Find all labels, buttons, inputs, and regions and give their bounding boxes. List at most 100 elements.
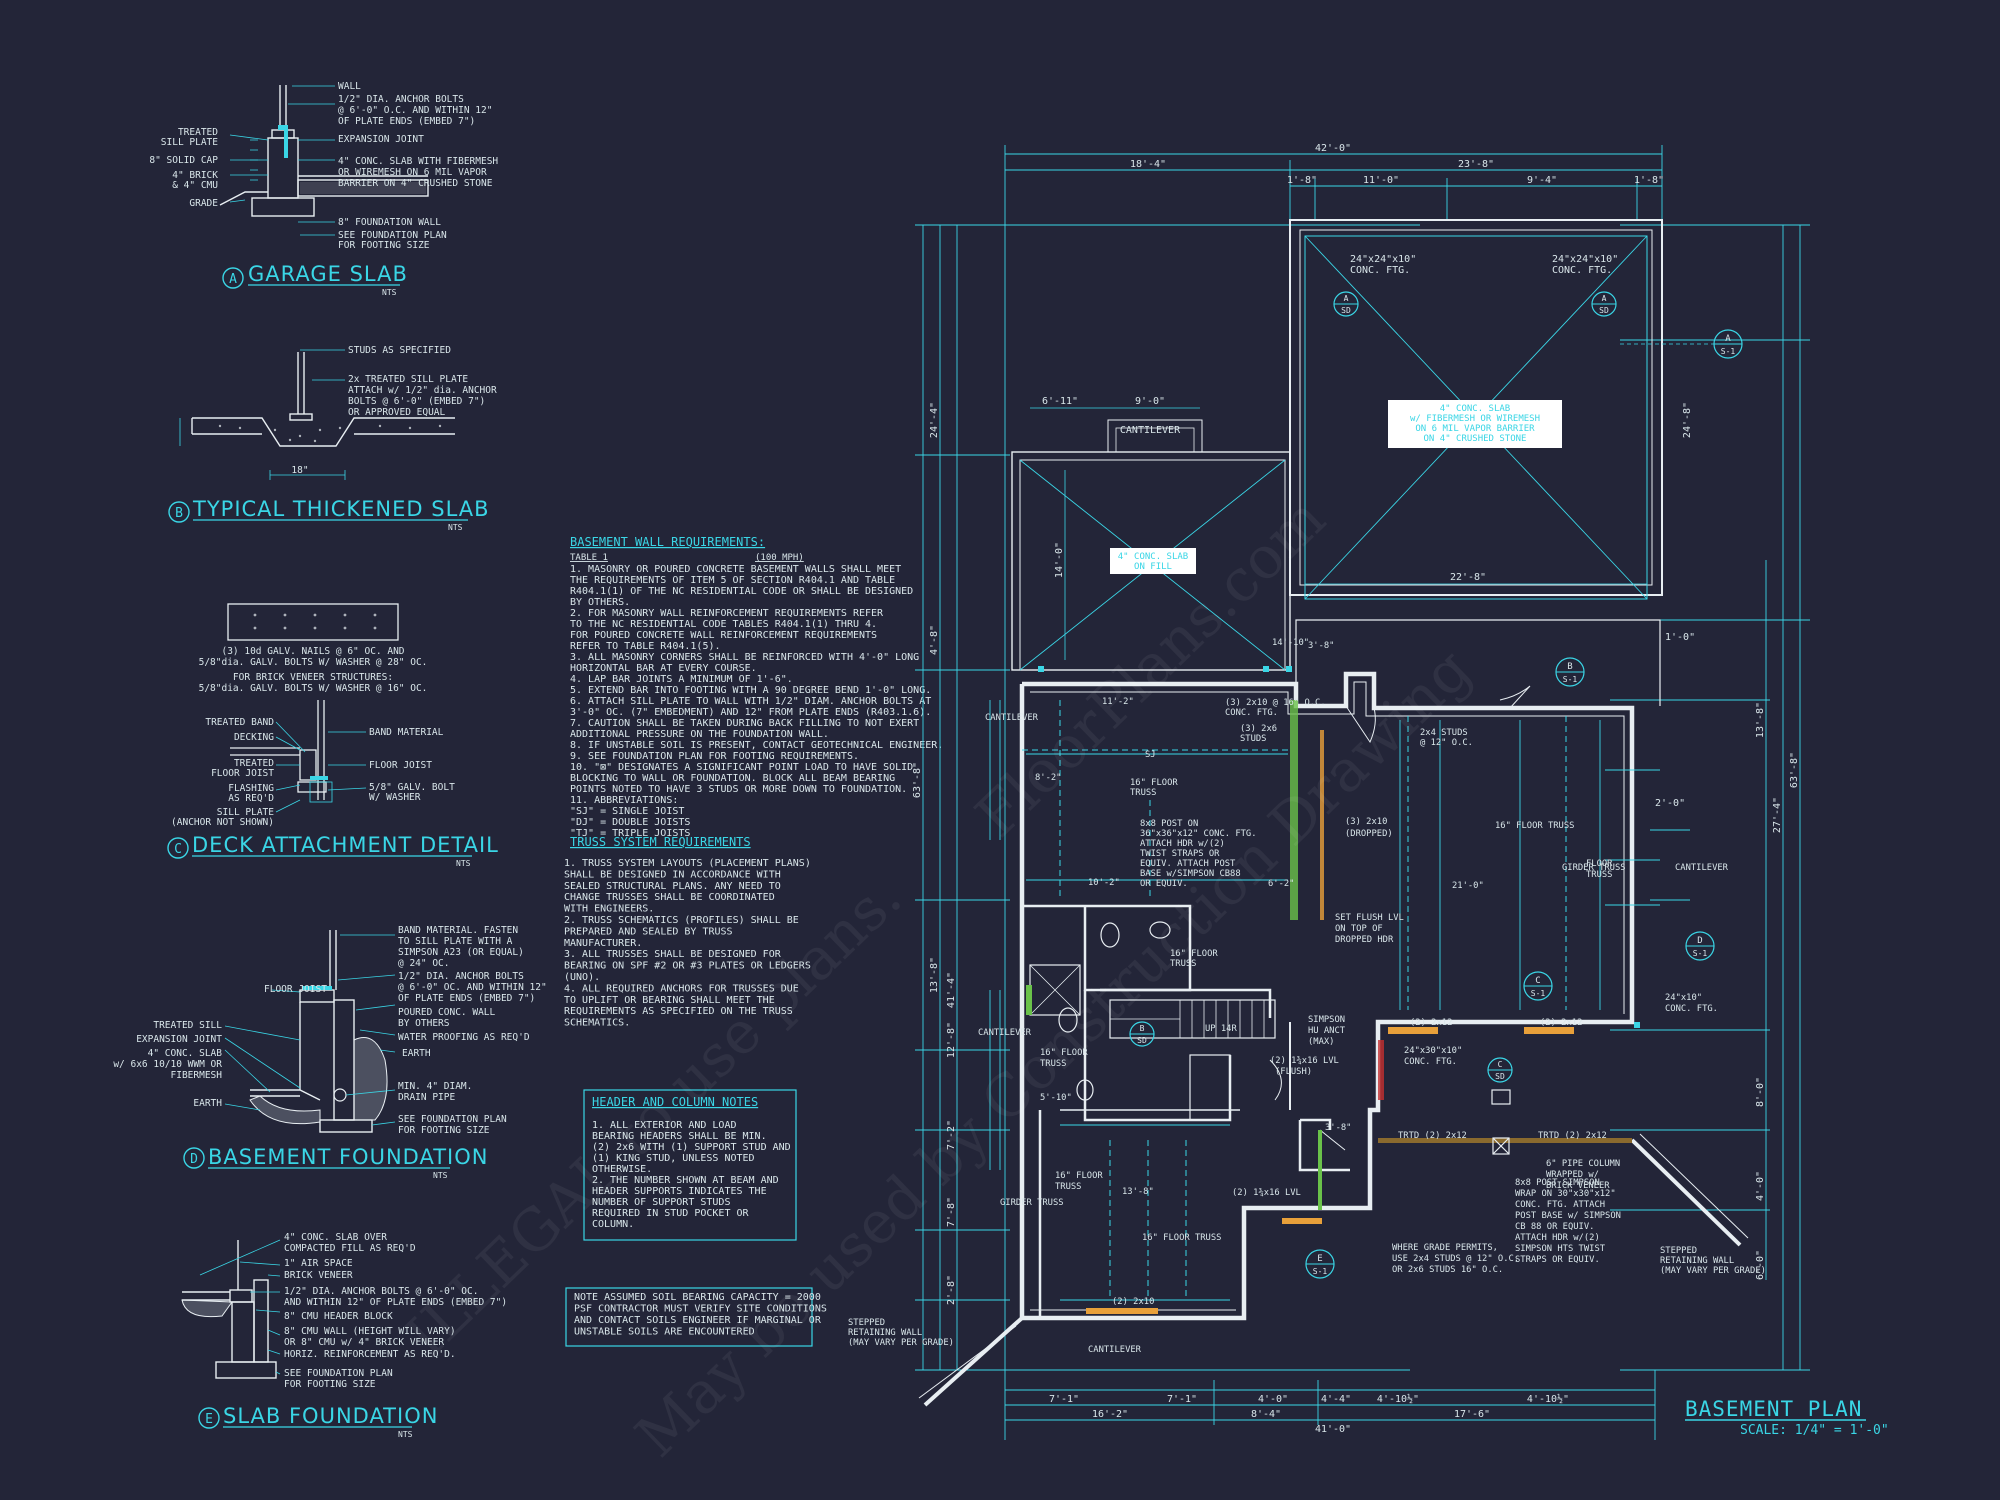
dim-left: 24'-4"	[929, 402, 940, 438]
dim-right: 27'-4"	[1772, 797, 1783, 833]
svg-text:SD: SD	[1495, 1072, 1505, 1081]
truss-note-line: CHANGE TRUSSES SHALL BE COORDINATED	[564, 892, 775, 903]
plan-label: STUDS	[1240, 734, 1266, 744]
detail-a-marker	[222, 267, 244, 289]
dim-top: 1'-8"	[1634, 175, 1664, 186]
dim-top: 1'-8"	[1287, 175, 1317, 186]
detail-d-label: POURED CONC. WALL	[398, 1007, 496, 1018]
plan-label: (DROPPED)	[1345, 829, 1393, 839]
detail-thickened-slab: STUDS AS SPECIFIED 2x TREATED SILL PLATE…	[168, 345, 497, 532]
soil-note-line: NOTE ASSUMED SOIL BEARING CAPACITY = 200…	[574, 1292, 821, 1303]
garage-slab-note: ON 6 MIL VAPOR BARRIER	[1415, 424, 1535, 434]
plan-label: CANTILEVER	[1088, 1345, 1142, 1355]
plan-label: SIMPSON	[1308, 1015, 1345, 1025]
detail-e-label: COMPACTED FILL AS REQ'D	[284, 1243, 416, 1254]
plan-label: CANTILEVER	[985, 713, 1039, 723]
header-note-line: BEARING HEADERS SHALL BE MIN.	[592, 1131, 767, 1142]
detail-b-marker	[168, 501, 190, 523]
plan-label: 16" FLOOR TRUSS	[1495, 821, 1574, 831]
detail-slab-foundation: 4" CONC. SLAB OVER COMPACTED FILL AS REQ…	[181, 1232, 507, 1439]
plan-label: 2x4 STUDS	[1420, 728, 1468, 738]
dim-left: 7'-2"	[946, 1120, 957, 1150]
detail-d-label: DRAIN PIPE	[398, 1092, 455, 1103]
plan-label: 8x8 POST SIMPSON	[1515, 1178, 1600, 1188]
header-note-line: 1. ALL EXTERIOR AND LOAD	[592, 1120, 737, 1131]
plan-label: STRAPS OR EQUIV.	[1515, 1255, 1600, 1265]
garage-slab-label-box	[1388, 400, 1562, 448]
basement-note-line: 3. ALL MASONRY CORNERS SHALL BE REINFORC…	[570, 652, 919, 663]
plan-label: (3) 2x6	[1240, 724, 1277, 734]
garage-footing: CONC. FTG.	[1552, 265, 1612, 276]
plan-label: 16" FLOOR TRUSS	[1142, 1233, 1221, 1243]
basement-note-line: ADDITIONAL PRESSURE ON THE FOUNDATION WA…	[570, 729, 829, 740]
detail-d-label: FLOOR JOIST	[264, 984, 327, 995]
detail-a-label: FOR FOOTING SIZE	[338, 240, 430, 251]
detail-a-label: 8" FOUNDATION WALL	[338, 217, 441, 228]
detail-c-label: DECKING	[234, 732, 274, 743]
detail-d-label: w/ 6x6 10/10 WWM OR	[113, 1059, 222, 1070]
plan-label: (3) 2x10 @ 16" O.C.	[1225, 698, 1326, 708]
dim-bottom: 41'-0"	[1315, 1424, 1351, 1435]
detail-d-label: 1/2" DIA. ANCHOR BOLTS	[398, 971, 524, 982]
dim-top: 23'-8"	[1458, 159, 1494, 170]
plan-label: TRUSS	[1040, 1059, 1066, 1069]
svg-text:D: D	[1697, 936, 1702, 946]
detail-d-marker	[183, 1147, 205, 1169]
detail-c-marker	[167, 837, 189, 859]
basement-note-line: REFER TO TABLE R404.1(5).	[570, 641, 721, 652]
plan-label: 6'-2"	[1268, 879, 1294, 889]
header-notes-title: HEADER AND COLUMN NOTES	[592, 1095, 758, 1109]
detail-c-label: FLOOR JOIST	[211, 768, 274, 779]
detail-a-label: GRADE	[189, 198, 218, 209]
plan-label: 10'-2"	[1088, 878, 1120, 888]
detail-a-label: SEE FOUNDATION PLAN	[338, 230, 447, 241]
plan-label: CB 88 OR EQUIV.	[1515, 1222, 1594, 1232]
svg-text:S-1: S-1	[1693, 949, 1708, 958]
plan-label: 8x8 POST ON	[1140, 819, 1198, 829]
dim-left: 41'-4"	[946, 972, 957, 1008]
detail-marker-c-sd: C SD	[1487, 1057, 1513, 1083]
detail-d-label: SIMPSON A23 (OR EQUAL)	[398, 947, 524, 958]
detail-a-label: & 4" CMU	[172, 180, 218, 191]
dim-left: 2'-8"	[946, 1275, 957, 1305]
detail-garage-slab: WALL 1/2" DIA. ANCHOR BOLTS @ 6'-0" O.C.…	[149, 81, 498, 297]
detail-b-scale: NTS	[448, 523, 463, 532]
detail-d-label: EARTH	[402, 1048, 431, 1059]
svg-text:A: A	[1725, 334, 1731, 344]
dim-right: 63'-8"	[1789, 752, 1800, 788]
dim-top: 9'-4"	[1527, 175, 1557, 186]
plan-label: CANTILEVER	[1675, 863, 1729, 873]
svg-text:S-1: S-1	[1563, 675, 1578, 684]
porch-slab-label-box	[1110, 548, 1196, 574]
plan-label: FLOOR	[1586, 859, 1613, 869]
plan-label: (2) 2x10	[1112, 1297, 1154, 1307]
plan-label: OR 2x6 STUDS 16" O.C.	[1392, 1265, 1503, 1275]
plan-label: 36"x36"x12" CONC. FTG.	[1140, 829, 1257, 839]
plan-label: OR EQUIV.	[1140, 879, 1188, 889]
basement-note-line: 8. IF UNSTABLE SOIL IS PRESENT, CONTACT …	[570, 740, 943, 751]
detail-a-label: WALL	[338, 81, 361, 92]
plan-label: POST BASE w/ SIMPSON	[1515, 1211, 1621, 1221]
truss-note-line: SHALL BE DESIGNED IN ACCORDANCE WITH	[564, 869, 781, 880]
detail-c-label: AS REQ'D	[228, 793, 274, 804]
svg-text:B: B	[1140, 1024, 1145, 1033]
plan-label: SIMPSON HTS TWIST	[1515, 1244, 1606, 1254]
detail-d-label: @ 24" OC.	[398, 958, 449, 969]
detail-c-label: FOR BRICK VENEER STRUCTURES:	[233, 672, 393, 683]
header-note-line: (1) KING STUD, UNLESS NOTED	[592, 1153, 755, 1164]
detail-b-label: OR APPROVED EQUAL	[348, 407, 446, 418]
detail-e-title: SLAB FOUNDATION	[223, 1404, 438, 1428]
dim-right: 4'-0"	[1755, 1171, 1766, 1201]
dim-bottom: 4'-10½"	[1377, 1393, 1419, 1405]
soil-note-line: PSF CONTRACTOR MUST VERIFY SITE CONDITIO…	[574, 1304, 827, 1315]
soil-note-line: UNSTABLE SOILS ARE ENCOUNTERED	[574, 1327, 755, 1338]
detail-e-label: 4" CONC. SLAB OVER	[284, 1232, 387, 1243]
detail-a-scale: NTS	[382, 288, 397, 297]
detail-marker-b-sd: B SD	[1129, 1021, 1155, 1047]
truss-note-line: PREPARED AND SEALED BY TRUSS	[564, 926, 733, 937]
detail-d-scale: NTS	[433, 1171, 448, 1180]
detail-c-label: (ANCHOR NOT SHOWN)	[171, 817, 274, 828]
truss-note-line: REQUIREMENTS AS SPECIFIED ON THE TRUSS	[564, 1006, 793, 1017]
dim-top: 11'-0"	[1363, 175, 1399, 186]
porch-slab-note: ON FILL	[1134, 562, 1172, 572]
